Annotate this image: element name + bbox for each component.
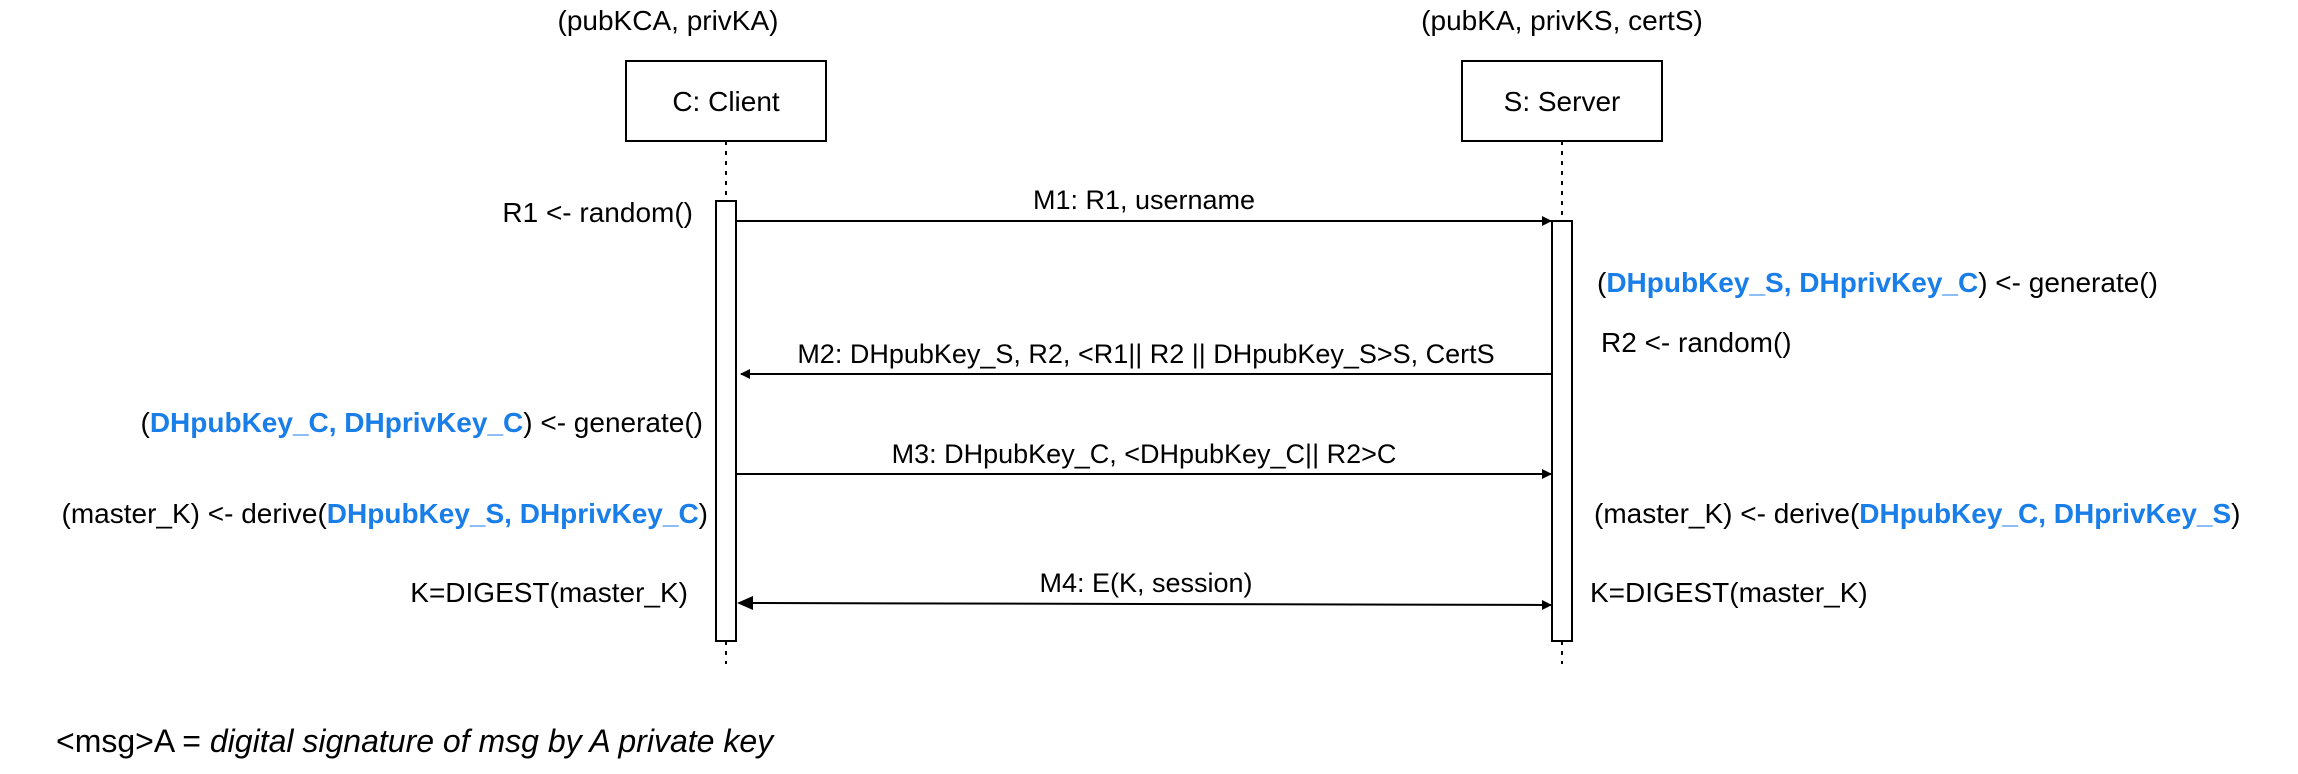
server-derive-step: (master_K) <- derive(DHpubKey_C, DHprivK…: [1594, 498, 2241, 529]
client-generate-open: (: [141, 407, 151, 438]
server-activation-bar: [1551, 220, 1573, 642]
legend-text: digital signature of msg by A private ke…: [210, 723, 775, 759]
legend-prefix: <msg>A =: [56, 723, 210, 759]
client-activation-bar: [715, 200, 737, 642]
server-box: [1461, 60, 1663, 142]
server-derive-prefix: (master_K) <- derive(: [1594, 498, 1860, 529]
client-digest-step: K=DIGEST(master_K): [410, 577, 688, 608]
server-derive-keys: DHpubKey_C, DHprivKey_S: [1859, 498, 2231, 529]
client-generate-close: ) <- generate(): [523, 407, 703, 438]
client-derive-prefix: (master_K) <- derive(: [62, 498, 328, 529]
m4-label: M4: E(K, session): [1039, 568, 1252, 598]
client-derive-step: (master_K) <- derive(DHpubKey_S, DHprivK…: [62, 498, 709, 529]
server-digest-step: K=DIGEST(master_K): [1590, 577, 1868, 608]
m2-label: M2: DHpubKey_S, R2, <R1|| R2 || DHpubKey…: [797, 339, 1494, 369]
m4-arrowhead-left: [737, 596, 753, 610]
client-keys-label: (pubKCA, privKA): [558, 5, 779, 36]
client-participant: C: Client: [625, 60, 827, 142]
client-derive-close: ): [699, 498, 708, 529]
client-generate-step: (DHpubKey_C, DHprivKey_C) <- generate(): [141, 407, 704, 438]
m3-label: M3: DHpubKey_C, <DHpubKey_C|| R2>C: [892, 439, 1397, 469]
client-box: [625, 60, 827, 142]
client-generate-keys: DHpubKey_C, DHprivKey_C: [150, 407, 523, 438]
m1-label: M1: R1, username: [1033, 185, 1255, 215]
m4-arrow: [740, 599, 1552, 610]
server-generate-step: (DHpubKey_S, DHprivKey_C) <- generate(): [1597, 267, 2158, 298]
server-keys-label: (pubKA, privKS, certS): [1421, 5, 1703, 36]
server-participant: S: Server: [1461, 60, 1663, 142]
client-r1-random: R1 <- random(): [502, 197, 693, 228]
server-generate-close: ) <- generate(): [1978, 267, 2158, 298]
server-box-label: S: Server: [1504, 86, 1621, 117]
legend: <msg>A = digital signature of msg by A p…: [56, 723, 775, 759]
server-generate-keys: DHpubKey_S, DHprivKey_C: [1606, 267, 1978, 298]
server-r2-random: R2 <- random(): [1601, 327, 1792, 358]
server-generate-open: (: [1597, 267, 1607, 298]
client-box-label: C: Client: [672, 86, 780, 117]
server-derive-close: ): [2231, 498, 2240, 529]
client-derive-keys: DHpubKey_S, DHprivKey_C: [327, 498, 699, 529]
